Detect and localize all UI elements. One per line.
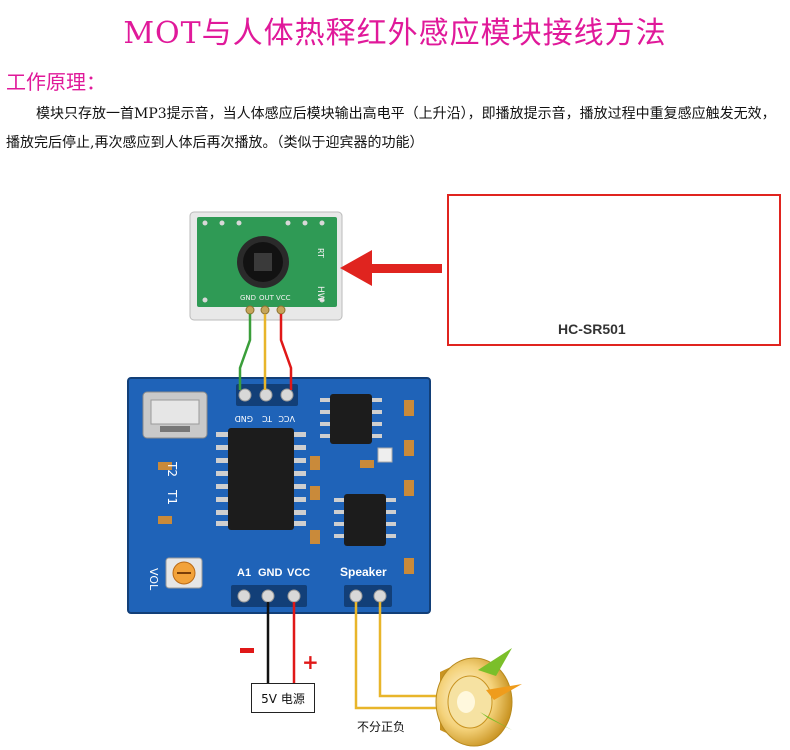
sensor-module: HW RT GND OUT VCC	[189, 211, 343, 321]
sensor-pin-out: OUT	[259, 294, 275, 302]
board-label-t2: T2	[165, 461, 179, 477]
power-supply-label: 5V 电源	[261, 691, 305, 706]
board-pin-vcc-bottom: VCC	[287, 567, 310, 579]
page-title: MOT与人体热释红外感应模块接线方法	[123, 16, 667, 51]
board-pin-gnd: GND	[235, 414, 253, 423]
sound-wave-icon	[478, 648, 522, 730]
board-pin-tc: TC	[262, 414, 273, 423]
board-label-t1: T1	[165, 489, 179, 505]
board-pin-vcc: VCC	[278, 414, 295, 423]
power-supply-box: 5V 电源	[251, 683, 315, 713]
sensor-pin-vcc: VCC	[276, 294, 291, 302]
sensor-photo-frame	[447, 194, 781, 346]
speaker-icon	[435, 657, 513, 747]
board-label-speaker: Speaker	[340, 565, 387, 579]
principle-heading: 工作原理：	[6, 70, 106, 94]
power-wires	[266, 602, 296, 683]
board-label-vol: VOL	[147, 568, 160, 591]
arrow-left-icon	[340, 250, 442, 286]
sensor-side-label: HW	[315, 286, 325, 302]
sensor-model-caption: HC-SR501	[558, 321, 626, 337]
sensor-top-label: RT	[316, 248, 325, 258]
power-minus-sign: −	[240, 648, 254, 653]
speaker-polarity-note: 不分正负	[357, 720, 406, 734]
power-plus-sign: +	[302, 650, 319, 674]
mp3-board: GND TC VCC	[127, 377, 431, 614]
board-pin-a1: A1	[237, 567, 251, 579]
principle-text: 模块只存放一首MP3提示音，当人体感应后模块输出高电平（上升沿），即播放提示音，…	[6, 106, 776, 151]
sensor-wires	[238, 314, 293, 390]
board-pin-gnd-bottom: GND	[258, 567, 283, 579]
speaker-wires	[354, 602, 440, 710]
sensor-pin-gnd: GND	[240, 294, 256, 302]
